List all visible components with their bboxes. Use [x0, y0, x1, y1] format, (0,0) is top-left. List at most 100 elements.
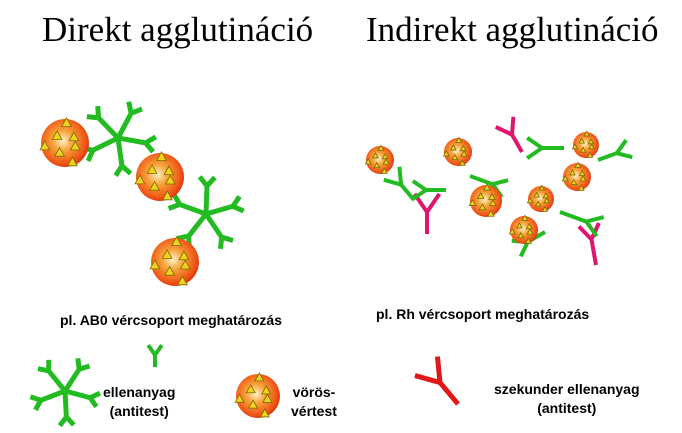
primary-antibody	[383, 166, 416, 202]
secondary-antibody	[412, 192, 442, 234]
antigen-marker	[66, 156, 78, 167]
antigen-marker	[164, 174, 176, 185]
antigen-marker	[541, 205, 549, 212]
antigen-marker	[178, 250, 190, 261]
antigen-marker	[488, 192, 496, 200]
antigen-marker	[254, 372, 265, 382]
antigen-marker	[61, 117, 73, 127]
antigen-marker	[476, 192, 485, 200]
legend-rbc-icon	[234, 372, 280, 418]
antigen-marker	[570, 178, 578, 186]
antigen-marker	[149, 259, 161, 270]
legend-igm-antibody-icon	[29, 358, 102, 428]
red-blood-cell	[364, 144, 394, 174]
antigen-marker	[68, 131, 80, 142]
red-blood-cell	[561, 161, 591, 191]
antigen-marker	[586, 151, 594, 158]
antigen-marker	[538, 184, 546, 191]
primary-antibody	[526, 136, 564, 160]
legend-secondary-line1: szekunder ellenanyag	[494, 381, 640, 397]
antigen-marker	[483, 183, 491, 191]
legend-rbc-label: vörös- vértest	[291, 383, 337, 421]
antigen-marker	[542, 192, 550, 199]
antigen-marker	[371, 152, 379, 159]
legend-antibody-icon	[146, 343, 164, 367]
antigen-marker	[382, 158, 390, 165]
antigen-marker	[524, 237, 532, 244]
antigen-marker	[261, 385, 272, 395]
legend-antibody-line2: (antitest)	[109, 403, 169, 419]
red-blood-cell	[571, 130, 599, 158]
antigen-marker	[583, 130, 591, 137]
legend-secondary-label: szekunder ellenanyag (antitest)	[494, 380, 640, 418]
antigen-marker	[579, 175, 587, 182]
antigen-marker	[458, 159, 466, 166]
antigen-marker	[156, 151, 168, 161]
antigen-marker	[561, 175, 569, 182]
red-blood-cell	[468, 183, 502, 217]
antibody-layer	[29, 101, 633, 428]
primary-antibody	[411, 179, 446, 201]
antigen-marker	[571, 143, 579, 150]
red-blood-cell	[526, 184, 554, 212]
antigen-marker	[380, 167, 388, 174]
antigen-marker	[521, 214, 529, 221]
legend-antibody-line1: ellenanyag	[103, 384, 176, 400]
red-blood-cell	[134, 151, 184, 201]
antigen-marker	[164, 265, 176, 276]
antigen-marker	[245, 384, 256, 394]
antigen-marker	[262, 393, 273, 403]
antigen-marker	[442, 150, 450, 157]
igm-antibody	[167, 175, 245, 250]
antigen-marker	[234, 393, 245, 403]
antigen-marker	[578, 137, 585, 144]
antigen-marker	[543, 197, 550, 204]
legend-rbc-line2: vértest	[291, 403, 337, 419]
antigen-marker	[588, 143, 595, 150]
antigen-marker	[577, 184, 585, 191]
direct-example-caption: pl. AB0 vércsoport meghatározás	[60, 312, 282, 328]
red-blood-cell	[508, 214, 538, 244]
primary-antibody	[559, 210, 605, 238]
antigen-marker	[526, 197, 534, 204]
antigen-marker	[171, 236, 183, 246]
antigen-marker	[381, 152, 389, 160]
antigen-marker	[515, 222, 523, 229]
antigen-marker	[517, 231, 525, 239]
antigen-marker	[525, 222, 533, 230]
antigen-marker	[455, 136, 463, 143]
antigen-marker	[146, 164, 158, 174]
antigen-marker	[259, 408, 270, 418]
indirect-agglutination-title: Indirekt agglutináció	[366, 10, 659, 49]
antigen-marker	[54, 146, 66, 157]
antigen-marker	[579, 146, 587, 153]
antigen-marker	[39, 140, 51, 151]
antigen-marker	[51, 130, 63, 140]
secondary-antibody	[494, 116, 524, 153]
antigen-marker	[459, 144, 467, 152]
red-blood-cell	[442, 136, 472, 166]
antigen-marker	[179, 259, 191, 270]
antigen-marker	[161, 190, 173, 201]
legend-rbc-line1: vörös-	[292, 384, 336, 400]
antigen-marker	[377, 144, 385, 151]
primary-antibody	[597, 138, 633, 162]
red-blood-cell	[149, 236, 199, 286]
antigen-marker	[587, 138, 595, 145]
legend-secondary-antibody-icon	[414, 356, 460, 406]
antigen-marker	[468, 198, 477, 206]
secondary-antibody	[577, 222, 601, 266]
antigen-marker	[163, 165, 175, 176]
legend-antibody-label: ellenanyag (antitest)	[103, 383, 175, 421]
antigen-marker	[578, 169, 586, 177]
antigen-marker	[533, 191, 540, 198]
legend-secondary-line2: (antitest)	[537, 400, 597, 416]
antigen-marker	[134, 174, 146, 185]
antigen-marker	[460, 150, 468, 157]
antigen-marker	[568, 169, 576, 176]
antigen-marker	[526, 228, 534, 235]
antigen-marker	[508, 228, 516, 235]
antigen-marker	[373, 161, 381, 169]
antigen-marker	[149, 180, 161, 191]
